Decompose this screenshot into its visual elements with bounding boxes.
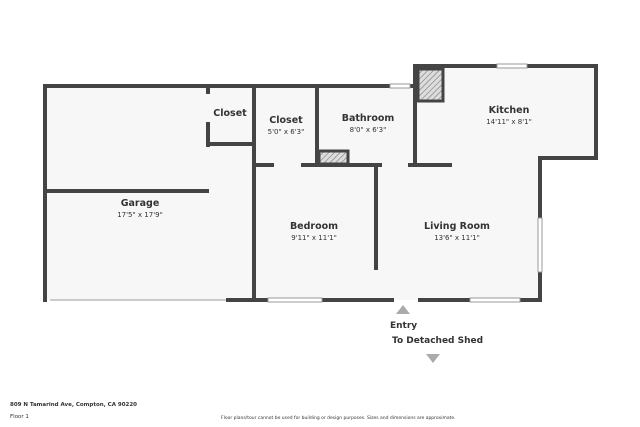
room-closet-1: Closet	[213, 108, 246, 119]
room-dims: 8'0" x 6'3"	[349, 126, 387, 134]
shed-label: To Detached Shed	[392, 336, 484, 346]
room-dims: 5'0" x 6'3"	[267, 128, 305, 136]
windows	[267, 63, 543, 303]
room-name: Garage	[120, 198, 160, 209]
room-kitchen: Kitchen 14'11" x 8'1"	[486, 105, 532, 126]
room-name: Bathroom	[341, 113, 395, 124]
entry-arrow-icon	[396, 305, 410, 314]
chimney-hatch	[416, 67, 445, 103]
room-dims: 13'6" x 11'1"	[434, 234, 480, 242]
footer-floor: Floor 1	[10, 414, 29, 420]
room-name: Closet	[213, 108, 247, 119]
shed-arrow-icon	[426, 354, 440, 363]
room-name: Closet	[269, 115, 303, 126]
walls	[43, 64, 598, 302]
room-name: Living Room	[424, 221, 490, 232]
bathroom-hatch	[317, 149, 350, 166]
room-name: Kitchen	[488, 105, 530, 116]
footer-address: 809 N Tamarind Ave, Compton, CA 90220	[10, 402, 138, 408]
footer-disclaimer: Floor plans/tour cannot be used for buil…	[221, 416, 456, 421]
room-dims: 9'11" x 11'1"	[291, 234, 337, 242]
room-dims: 17'5" x 17'9"	[117, 211, 163, 219]
room-dims: 14'11" x 8'1"	[486, 118, 532, 126]
floor-area	[45, 66, 596, 300]
room-living-room: Living Room 13'6" x 11'1"	[424, 221, 490, 242]
room-name: Bedroom	[289, 221, 339, 232]
room-bedroom: Bedroom 9'11" x 11'1"	[290, 221, 338, 242]
room-closet-2: Closet 5'0" x 6'3"	[268, 115, 305, 136]
room-bathroom: Bathroom 8'0" x 6'3"	[342, 113, 395, 134]
entry-label: Entry	[390, 321, 418, 331]
room-garage: Garage 17'5" x 17'9"	[117, 198, 163, 219]
